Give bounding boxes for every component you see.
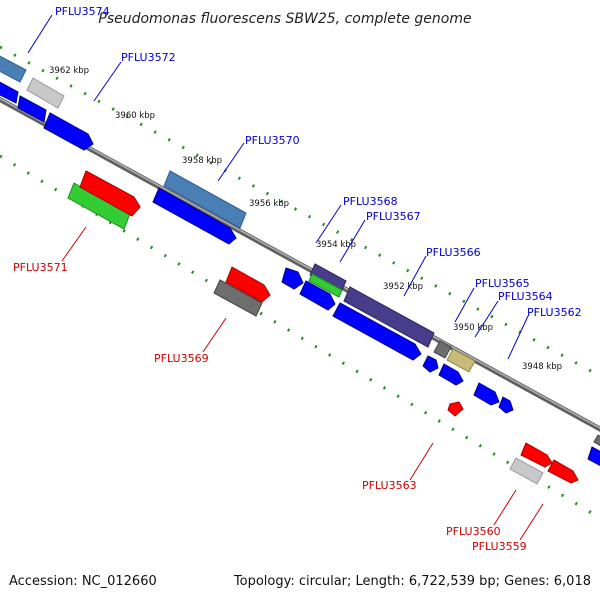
gene-PFLU3567[interactable]	[308, 273, 343, 298]
scale-label: 3958 kbp	[182, 156, 222, 166]
gene-blue-arrow[interactable]	[498, 396, 514, 414]
label-PFLU3563[interactable]: PFLU3563	[362, 479, 417, 492]
gene-PFLU3565[interactable]	[433, 340, 452, 359]
scale-label: 3950 kbp	[453, 323, 493, 333]
scale-label: 3948 kbp	[522, 362, 562, 372]
gene-blue-arrow[interactable]	[17, 95, 47, 123]
gene-blue-arrow[interactable]	[438, 363, 464, 386]
scale-label: 3960 kbp	[115, 111, 155, 121]
gene-features	[0, 52, 600, 485]
label-PFLU3559[interactable]: PFLU3559	[472, 540, 527, 553]
gene-PFLU3562[interactable]	[473, 382, 500, 406]
scale-label: 3962 kbp	[49, 66, 89, 76]
label-PFLU3562[interactable]: PFLU3562	[527, 306, 582, 319]
label-PFLU3571[interactable]: PFLU3571	[13, 261, 68, 274]
gene-blue-arrow[interactable]	[332, 302, 422, 361]
label-leaders	[27, 14, 544, 541]
gene-labels: PFLU3574 PFLU3572 PFLU3570 PFLU3568 PFLU…	[13, 5, 582, 553]
gene-red[interactable]	[547, 459, 579, 484]
gene-blue-arrow[interactable]	[422, 355, 439, 373]
gene-PFLU3560[interactable]	[509, 457, 544, 485]
accession-text: Accession: NC_012660	[9, 574, 157, 589]
label-PFLU3572[interactable]: PFLU3572	[121, 51, 176, 64]
label-PFLU3568[interactable]: PFLU3568	[343, 195, 398, 208]
gene-PFLU3572[interactable]	[43, 112, 94, 151]
gene-PFLU3574-b[interactable]	[26, 77, 65, 109]
gene-blue-arrow[interactable]	[587, 446, 600, 467]
scale-label: 3952 kbp	[383, 282, 423, 292]
gene-PFLU3563[interactable]	[447, 401, 464, 417]
scale-label: 3954 kbp	[316, 240, 356, 250]
genome-backbone	[0, 96, 600, 432]
scale-labels: 3962 kbp 3960 kbp 3958 kbp 3956 kbp 3954…	[49, 66, 562, 372]
outer-tick-track	[0, 45, 600, 378]
label-PFLU3560[interactable]: PFLU3560	[446, 525, 501, 538]
label-PFLU3566[interactable]: PFLU3566	[426, 246, 481, 259]
label-PFLU3570[interactable]: PFLU3570	[245, 134, 300, 147]
label-PFLU3567[interactable]: PFLU3567	[366, 210, 421, 223]
label-PFLU3565[interactable]: PFLU3565	[475, 277, 530, 290]
gene-blue-arrow[interactable]	[299, 280, 336, 311]
gene-PFLU3569[interactable]	[213, 279, 263, 317]
gene-red[interactable]	[520, 442, 553, 468]
gene-PFLU3574[interactable]	[0, 52, 27, 83]
gene-PFLU3570[interactable]	[163, 170, 247, 229]
label-PFLU3569[interactable]: PFLU3569	[154, 352, 209, 365]
gene-PFLU3564[interactable]	[446, 348, 476, 373]
gene-blue-arrow[interactable]	[0, 80, 19, 104]
scale-label: 3956 kbp	[249, 199, 289, 209]
label-PFLU3574[interactable]: PFLU3574	[55, 5, 110, 18]
label-PFLU3564[interactable]: PFLU3564	[498, 290, 553, 303]
map-title: Pseudomonas fluorescens SBW25, complete …	[98, 11, 471, 27]
gene-red[interactable]	[79, 170, 141, 217]
gene-red[interactable]	[225, 266, 271, 303]
gene-gray[interactable]	[593, 434, 600, 447]
gene-blue-arrow[interactable]	[152, 187, 237, 245]
gene-blue-arrow[interactable]	[281, 267, 304, 290]
gene-PFLU3566[interactable]	[343, 286, 435, 348]
topology-text: Topology: circular; Length: 6,722,539 bp…	[233, 574, 591, 589]
